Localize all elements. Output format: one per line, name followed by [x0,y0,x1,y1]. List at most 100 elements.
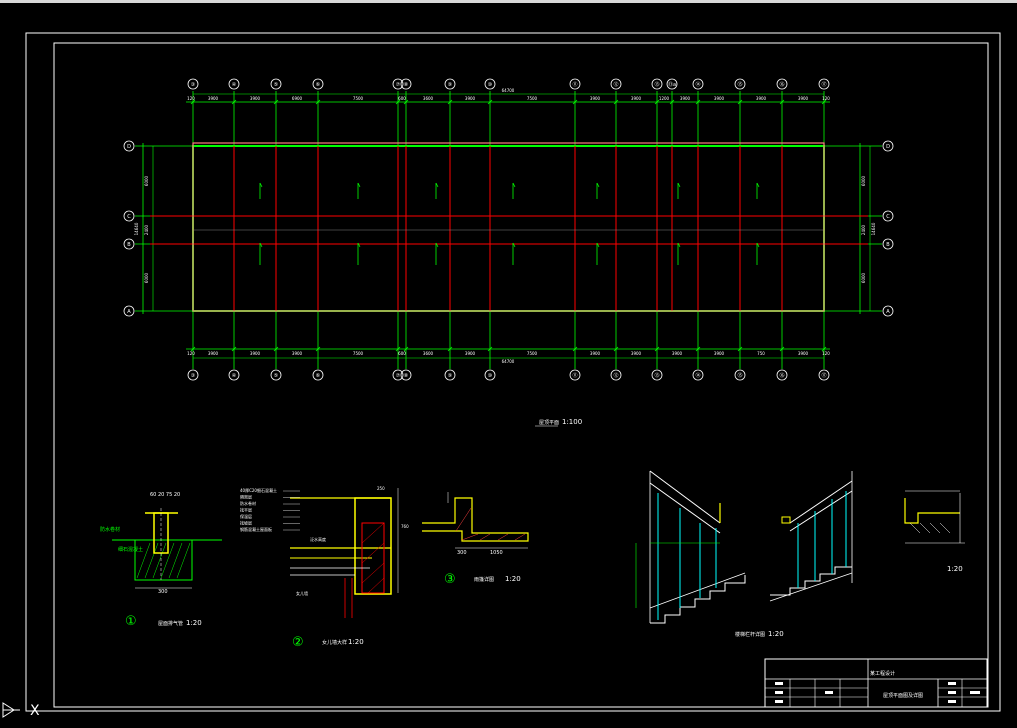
axis-bubble-bottom: ⑨ [444,369,456,381]
detail-3-canopy: 300 1050 [422,492,529,556]
svg-text:300: 300 [158,589,168,595]
dimension-text: 3900 [208,96,219,101]
detail-1-vent-pipe: 60 20 75 20 防水卷材 细石混凝土 300 [100,492,222,595]
svg-text:60 20 75 20: 60 20 75 20 [150,492,180,498]
axis-bubble-left: D [123,140,135,152]
detail-3-number: ③ [444,572,456,587]
svg-text:③: ③ [191,82,195,88]
axis-bubble-bottom: ④ [228,369,240,381]
axis-bubble-left: C [123,210,135,222]
svg-text:⑫: ⑫ [613,372,618,379]
axis-bubble-bottom: ⑯ [776,369,788,381]
overall-dimension-text: 64700 [502,359,515,364]
roof-slab-outline [192,142,825,312]
axis-bubble-top: ⑥ [312,78,324,90]
ucs-x-label: X [30,703,40,719]
dimension-text: 6000 [144,175,149,186]
ucs-icon [2,702,20,718]
axis-bubble-top: ⑰ [818,78,830,90]
layer-label: 找坡层 [240,520,252,526]
axis-bubble-bottom: ⑩ [484,369,496,381]
dimension-text: 120 [822,351,830,356]
plan-scale: 1:100 [562,418,582,426]
axis-bubble-top: ⑭ [692,78,704,90]
outer-border [25,32,1001,712]
axis-bubble-bottom: ⑤ [270,369,282,381]
detail-2-parapet [290,488,399,618]
detail-2-dim1: 250 [377,486,385,491]
dimension-lines [142,93,871,359]
overall-dimension-text: 14640 [871,222,876,235]
axis-bubble-top: ③ [187,78,199,90]
dimension-text: 120 [187,351,195,356]
small-detail-scale: 1:20 [947,565,963,573]
svg-text:⑤: ⑤ [274,373,278,379]
title-block [764,658,988,708]
axis-bubble-bottom: ⑭ [692,369,704,381]
axis-bubble-bottom: ⑬ [651,369,663,381]
svg-text:⑬: ⑬ [654,81,659,88]
axis-bubble-right: C [882,210,894,222]
svg-text:⑧: ⑧ [404,82,409,88]
dimension-text: 3900 [798,351,809,356]
dimension-text: 3900 [292,351,303,356]
axis-bubble-top: ⑦ [392,78,404,90]
stair-detail-scale: 1:20 [768,630,784,638]
svg-text:B: B [886,242,890,248]
dimension-text: 120 [822,96,830,101]
stair-railing-detail-a [635,470,746,624]
layer-label: 找平层 [240,507,252,513]
dimension-text: 600 [398,96,406,101]
plan-title: 屋顶平面 [539,420,559,426]
dimension-text: 2400 [861,224,866,235]
dimension-text: 6000 [861,175,866,186]
axis-bubble-right: A [882,305,894,317]
svg-text:⑰: ⑰ [821,372,826,379]
svg-text:C: C [127,214,131,220]
svg-text:⑦: ⑦ [396,82,401,88]
axis-bubble-right: D [882,140,894,152]
dimension-text: 3900 [714,96,725,101]
axis-bubble-bottom: ⑰ [818,369,830,381]
svg-text:A: A [127,309,131,315]
layer-label: 钢筋混凝土屋面板 [240,526,272,532]
detail-2-number: ② [292,635,304,650]
inner-border [53,42,989,708]
dimension-text: 3600 [423,96,434,101]
svg-text:⑭: ⑭ [695,81,700,88]
dimension-text: 3900 [590,351,601,356]
dimension-text: 7500 [353,96,364,101]
detail-2-note2: 女儿墙 [296,590,308,596]
svg-text:⑬a: ⑬a [668,81,676,88]
svg-text:B: B [127,242,131,248]
dimension-text: 7500 [527,96,538,101]
small-step-detail [904,490,965,544]
axis-bubble-top: ⑨ [444,78,456,90]
svg-text:⑨: ⑨ [448,373,452,379]
svg-text:防水卷材: 防水卷材 [100,526,120,533]
dimension-text: 120 [187,96,195,101]
svg-text:细石混凝土: 细石混凝土 [118,546,143,553]
axis-bubble-top: ⑧ [400,78,412,90]
title-block-project: 某工程设计 [870,670,895,677]
svg-text:⑭: ⑭ [695,372,700,379]
axis-bubble-top: ⑩ [484,78,496,90]
dimension-text: 3900 [631,96,642,101]
dimension-text: 3900 [680,96,691,101]
axis-bubble-bottom: ⑧ [400,369,412,381]
dimension-text: 6000 [861,272,866,283]
axis-bubble-left: A [123,305,135,317]
stair-railing-detail-b [769,471,853,602]
axis-bubble-bottom: ⑦ [392,369,404,381]
svg-text:⑩: ⑩ [488,373,493,379]
svg-text:⑯: ⑯ [779,81,784,88]
svg-text:⑪: ⑪ [572,372,577,379]
axis-bubble-top: ⑯ [776,78,788,90]
detail-2-scale: 1:20 [348,638,364,646]
svg-text:⑩: ⑩ [488,82,493,88]
svg-text:③: ③ [191,373,195,379]
axis-bubble-top: ⑮ [734,78,746,90]
